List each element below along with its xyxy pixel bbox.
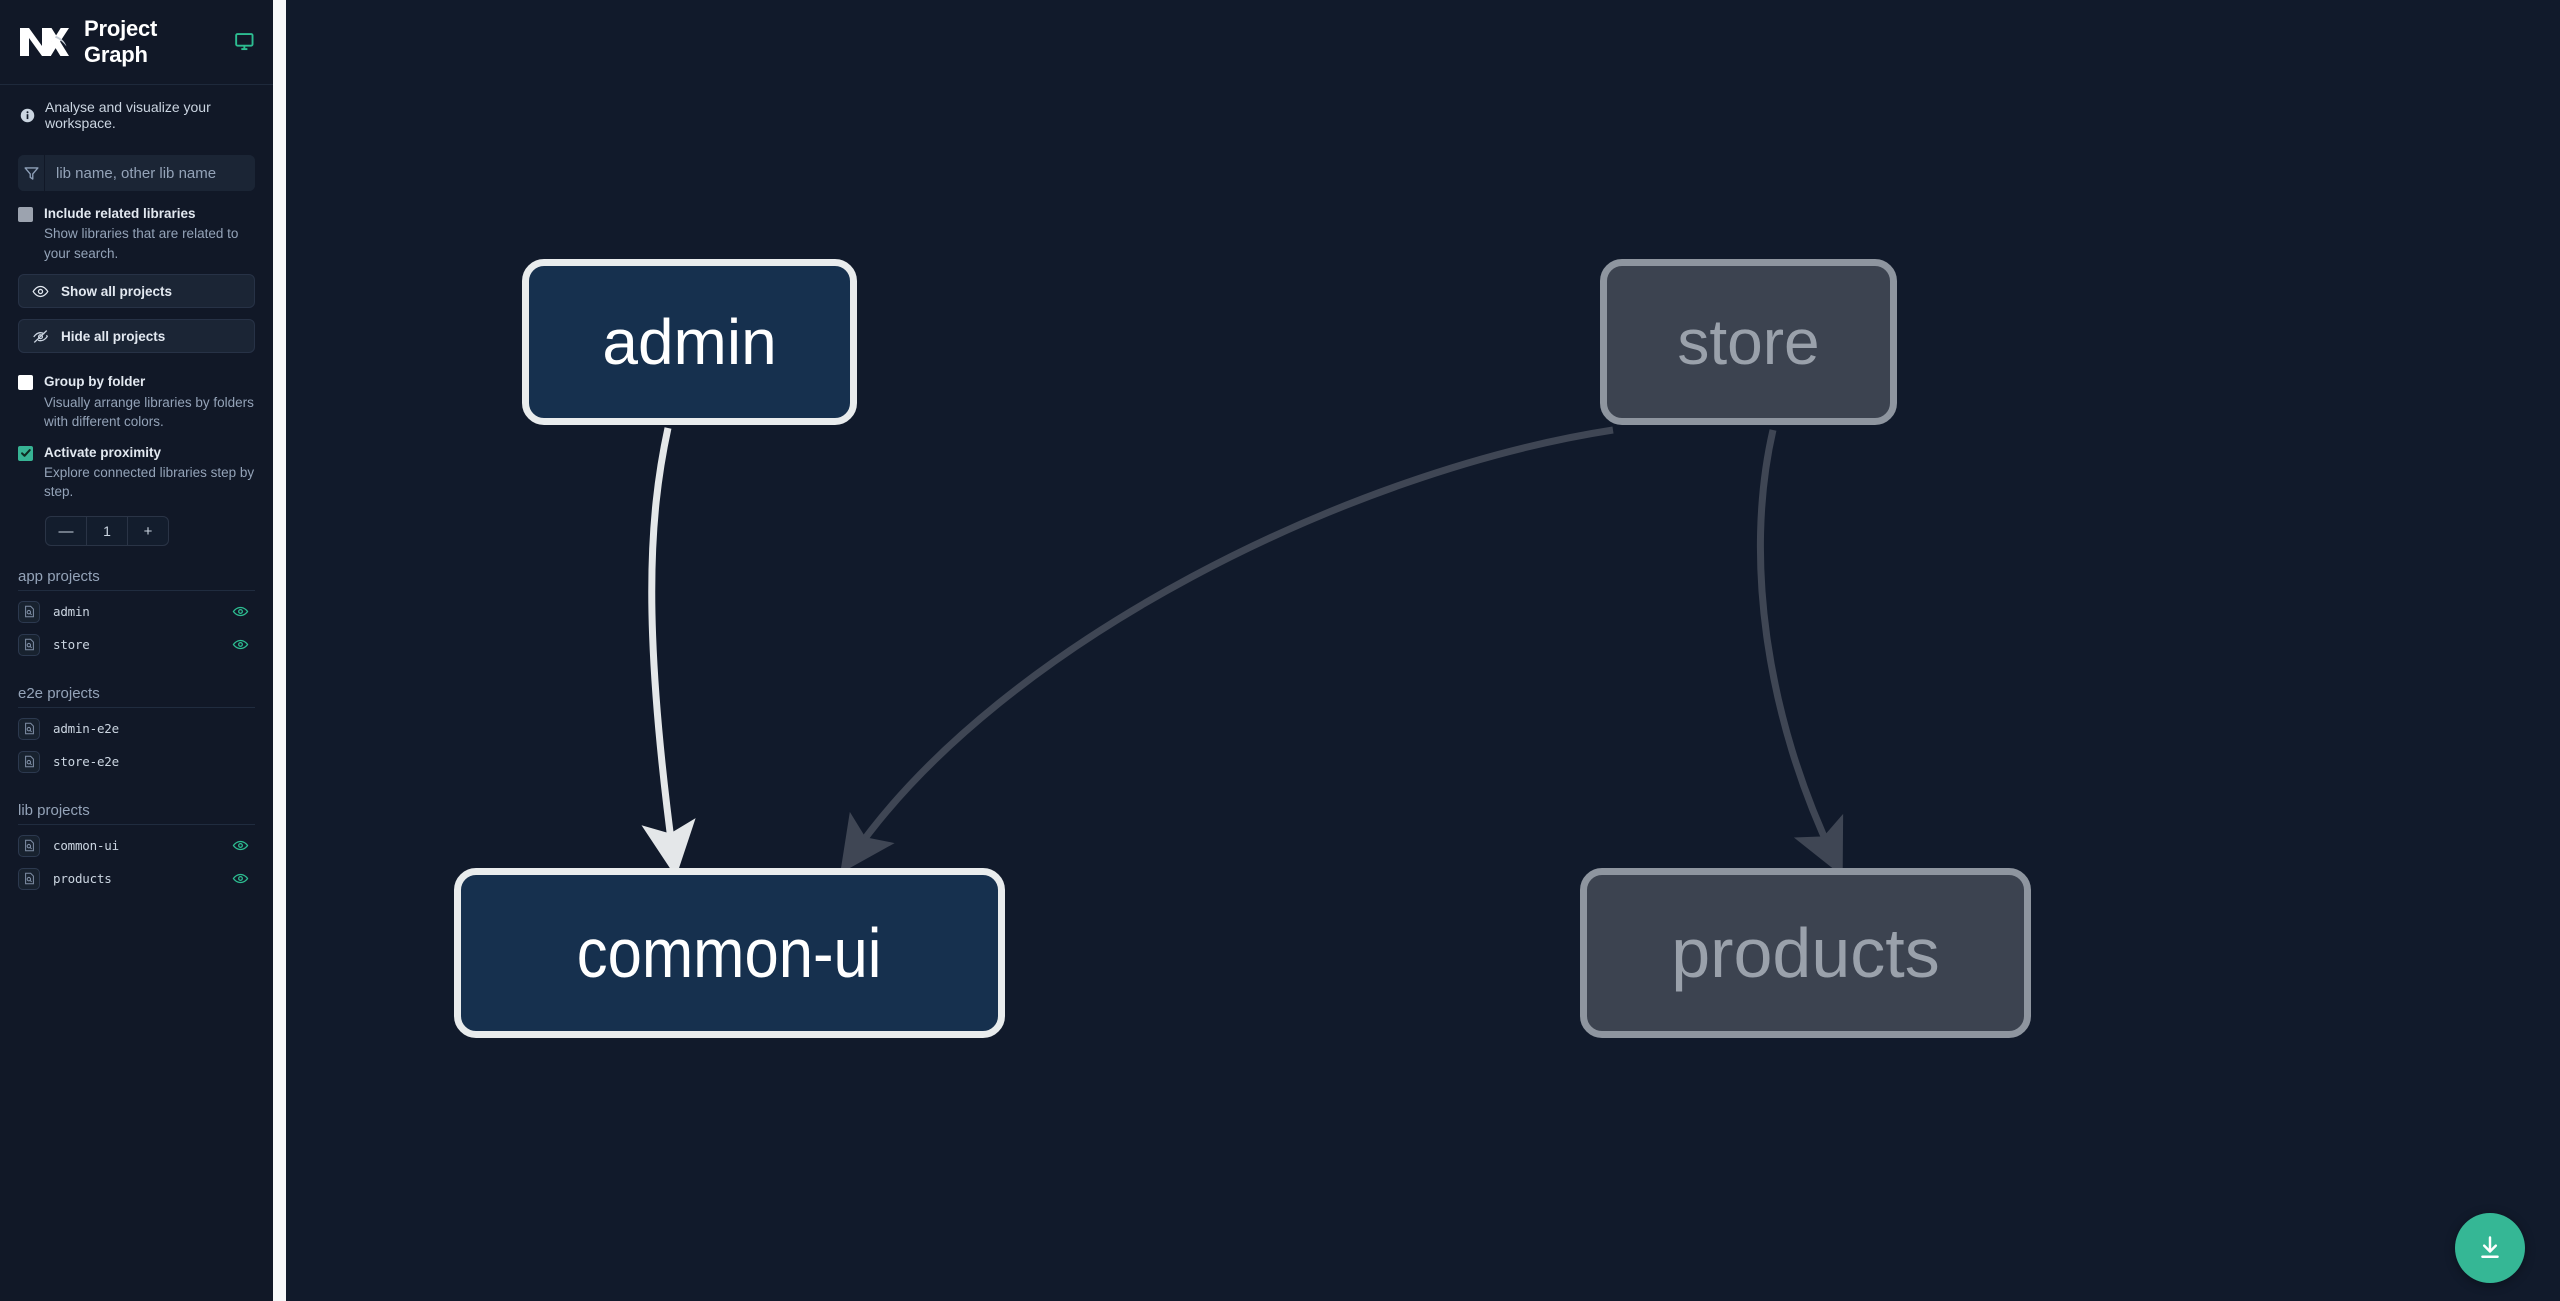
hide-all-projects-label: Hide all projects (61, 328, 166, 344)
edge-store-to-products (1756, 429, 1844, 877)
sidebar-header: Project Graph (0, 0, 273, 85)
graph-node-products[interactable]: products (1580, 868, 2031, 1038)
option-include-related-libraries[interactable]: Include related libraries Show libraries… (18, 205, 255, 263)
project-file-icon (18, 867, 40, 890)
sidebar-controls: Include related libraries Show libraries… (0, 155, 273, 547)
project-name: admin-e2e (53, 721, 119, 737)
graph-node-admin[interactable]: admin (522, 259, 857, 425)
group-e2e-projects: e2e projects admin-e2e (0, 685, 273, 778)
project-visibility-eye-icon[interactable] (232, 603, 249, 620)
graph-node-label: products (1671, 914, 1940, 992)
project-row-admin-e2e[interactable]: admin-e2e (18, 712, 255, 745)
monitor-icon[interactable] (234, 31, 255, 53)
spacer (0, 778, 273, 802)
download-image-button[interactable] (2455, 1213, 2525, 1283)
edge-admin-to-common-ui (641, 427, 696, 878)
project-file-icon (18, 750, 40, 773)
search-input[interactable] (45, 155, 255, 191)
show-all-projects-label: Show all projects (61, 283, 173, 299)
proximity-decrement-button[interactable]: — (46, 517, 87, 546)
sidebar-tagline: Analyse and visualize your workspace. (0, 85, 273, 143)
graph-canvas[interactable]: admin store common-ui products (273, 0, 2560, 1301)
spacer (0, 661, 273, 685)
check-icon (20, 449, 31, 457)
group-app-projects: app projects admin (0, 568, 273, 661)
graph-edges (641, 426, 1844, 878)
group-title: e2e projects (18, 685, 255, 709)
project-name: admin (53, 604, 90, 620)
option-description: Explore connected libraries step by step… (44, 464, 255, 500)
option-label: Activate proximity (44, 444, 162, 460)
option-activate-proximity[interactable]: Activate proximity Explore connected lib… (18, 444, 255, 502)
sidebar: Project Graph Analyse and visualize your… (0, 0, 273, 1301)
project-file-icon (18, 633, 40, 656)
project-name: store (53, 637, 90, 653)
project-visibility-eye-icon[interactable] (232, 870, 249, 887)
project-row-common-ui[interactable]: common-ui (18, 829, 255, 862)
option-description: Show libraries that are related to your … (44, 226, 239, 261)
project-name: store-e2e (53, 754, 119, 770)
graph-node-label: admin (602, 306, 777, 378)
graph-node-label: common-ui (577, 914, 882, 992)
graph-node-common-ui[interactable]: common-ui (454, 868, 1005, 1038)
option-label: Group by folder (44, 374, 146, 390)
search-row[interactable] (18, 155, 255, 191)
group-lib-projects: lib projects common-ui (0, 802, 273, 895)
edge-store-to-common-ui (840, 426, 1614, 874)
eye-icon (32, 285, 49, 297)
project-name: products (53, 871, 112, 887)
info-icon (20, 108, 35, 123)
project-visibility-eye-icon[interactable] (232, 837, 249, 854)
page-title: Project Graph (84, 16, 158, 67)
proximity-stepper[interactable]: — 1 + (45, 516, 169, 547)
proximity-increment-button[interactable]: + (143, 522, 153, 540)
graph-node-label: store (1677, 306, 1820, 378)
option-description: Visually arrange libraries by folders wi… (44, 394, 254, 430)
project-row-store[interactable]: store (18, 628, 255, 661)
project-row-admin[interactable]: admin (18, 595, 255, 628)
tagline-text: Analyse and visualize your workspace. (45, 99, 211, 131)
filter-icon (18, 155, 45, 191)
checkbox-group-by-folder[interactable] (18, 375, 33, 391)
option-group-by-folder[interactable]: Group by folder Visually arrange librari… (18, 373, 255, 431)
checkbox-activate-proximity[interactable] (18, 445, 33, 461)
group-title: lib projects (18, 802, 255, 826)
checkbox-include-related-libraries[interactable] (18, 207, 33, 222)
graph-node-store[interactable]: store (1600, 259, 1897, 425)
project-name: common-ui (53, 838, 119, 854)
hide-all-projects-button[interactable]: Hide all projects (18, 319, 255, 354)
eye-off-icon (33, 329, 48, 343)
download-icon (2481, 1236, 2499, 1258)
project-visibility-eye-icon[interactable] (232, 636, 249, 653)
group-title: app projects (18, 568, 255, 592)
nx-logo-icon (18, 24, 70, 60)
proximity-value: 1 (87, 517, 128, 546)
sidebar-resize-divider[interactable] (273, 0, 286, 1301)
show-all-projects-button[interactable]: Show all projects (18, 274, 255, 309)
project-row-store-e2e[interactable]: store-e2e (18, 745, 255, 778)
project-file-icon (18, 600, 40, 623)
project-file-icon (18, 834, 40, 857)
project-row-products[interactable]: products (18, 862, 255, 895)
option-label: Include related libraries (44, 206, 196, 221)
project-file-icon (18, 717, 40, 740)
